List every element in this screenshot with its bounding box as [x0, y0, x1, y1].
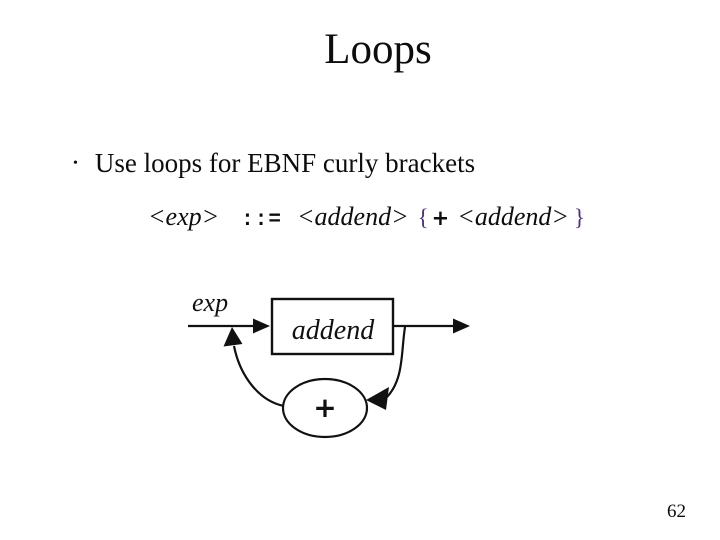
- grammar-lhs: <exp>: [148, 202, 220, 231]
- addend-box: [270, 297, 395, 356]
- plus-ellipse: [281, 377, 369, 439]
- plus-label: +: [313, 391, 336, 424]
- grammar-plus: +: [431, 206, 450, 230]
- bullet-icon: •: [73, 155, 78, 171]
- grammar-rhs-addend-2: <addend>: [457, 202, 569, 231]
- loop-up-arrowhead-icon: [223, 327, 243, 347]
- loop-right-arrowhead-icon: [366, 387, 389, 410]
- exp-entry-label: exp: [192, 288, 228, 317]
- grammar-open-brace: {: [417, 205, 429, 230]
- grammar-close-brace: }: [573, 205, 585, 230]
- entry-arrowhead-icon: [253, 318, 270, 334]
- loop-right-curve: [386, 326, 407, 398]
- page-number: 62: [667, 501, 686, 522]
- page-title: Loops: [324, 26, 432, 73]
- addend-box-label: addend: [292, 315, 375, 346]
- bullet-text: Use loops for EBNF curly brackets: [94, 148, 476, 178]
- grammar-defines-operator: ::=: [241, 209, 282, 232]
- bullet-line: • Use loops for EBNF curly brackets: [73, 148, 475, 179]
- syntax-diagram: addend exp +: [188, 288, 470, 439]
- grammar-rhs-addend-1: <addend>: [296, 202, 409, 231]
- grammar-rule: <exp>::= <addend> {+ <addend>}: [148, 202, 585, 232]
- loop-left-curve: [232, 345, 285, 408]
- exit-arrowhead-icon: [453, 318, 470, 334]
